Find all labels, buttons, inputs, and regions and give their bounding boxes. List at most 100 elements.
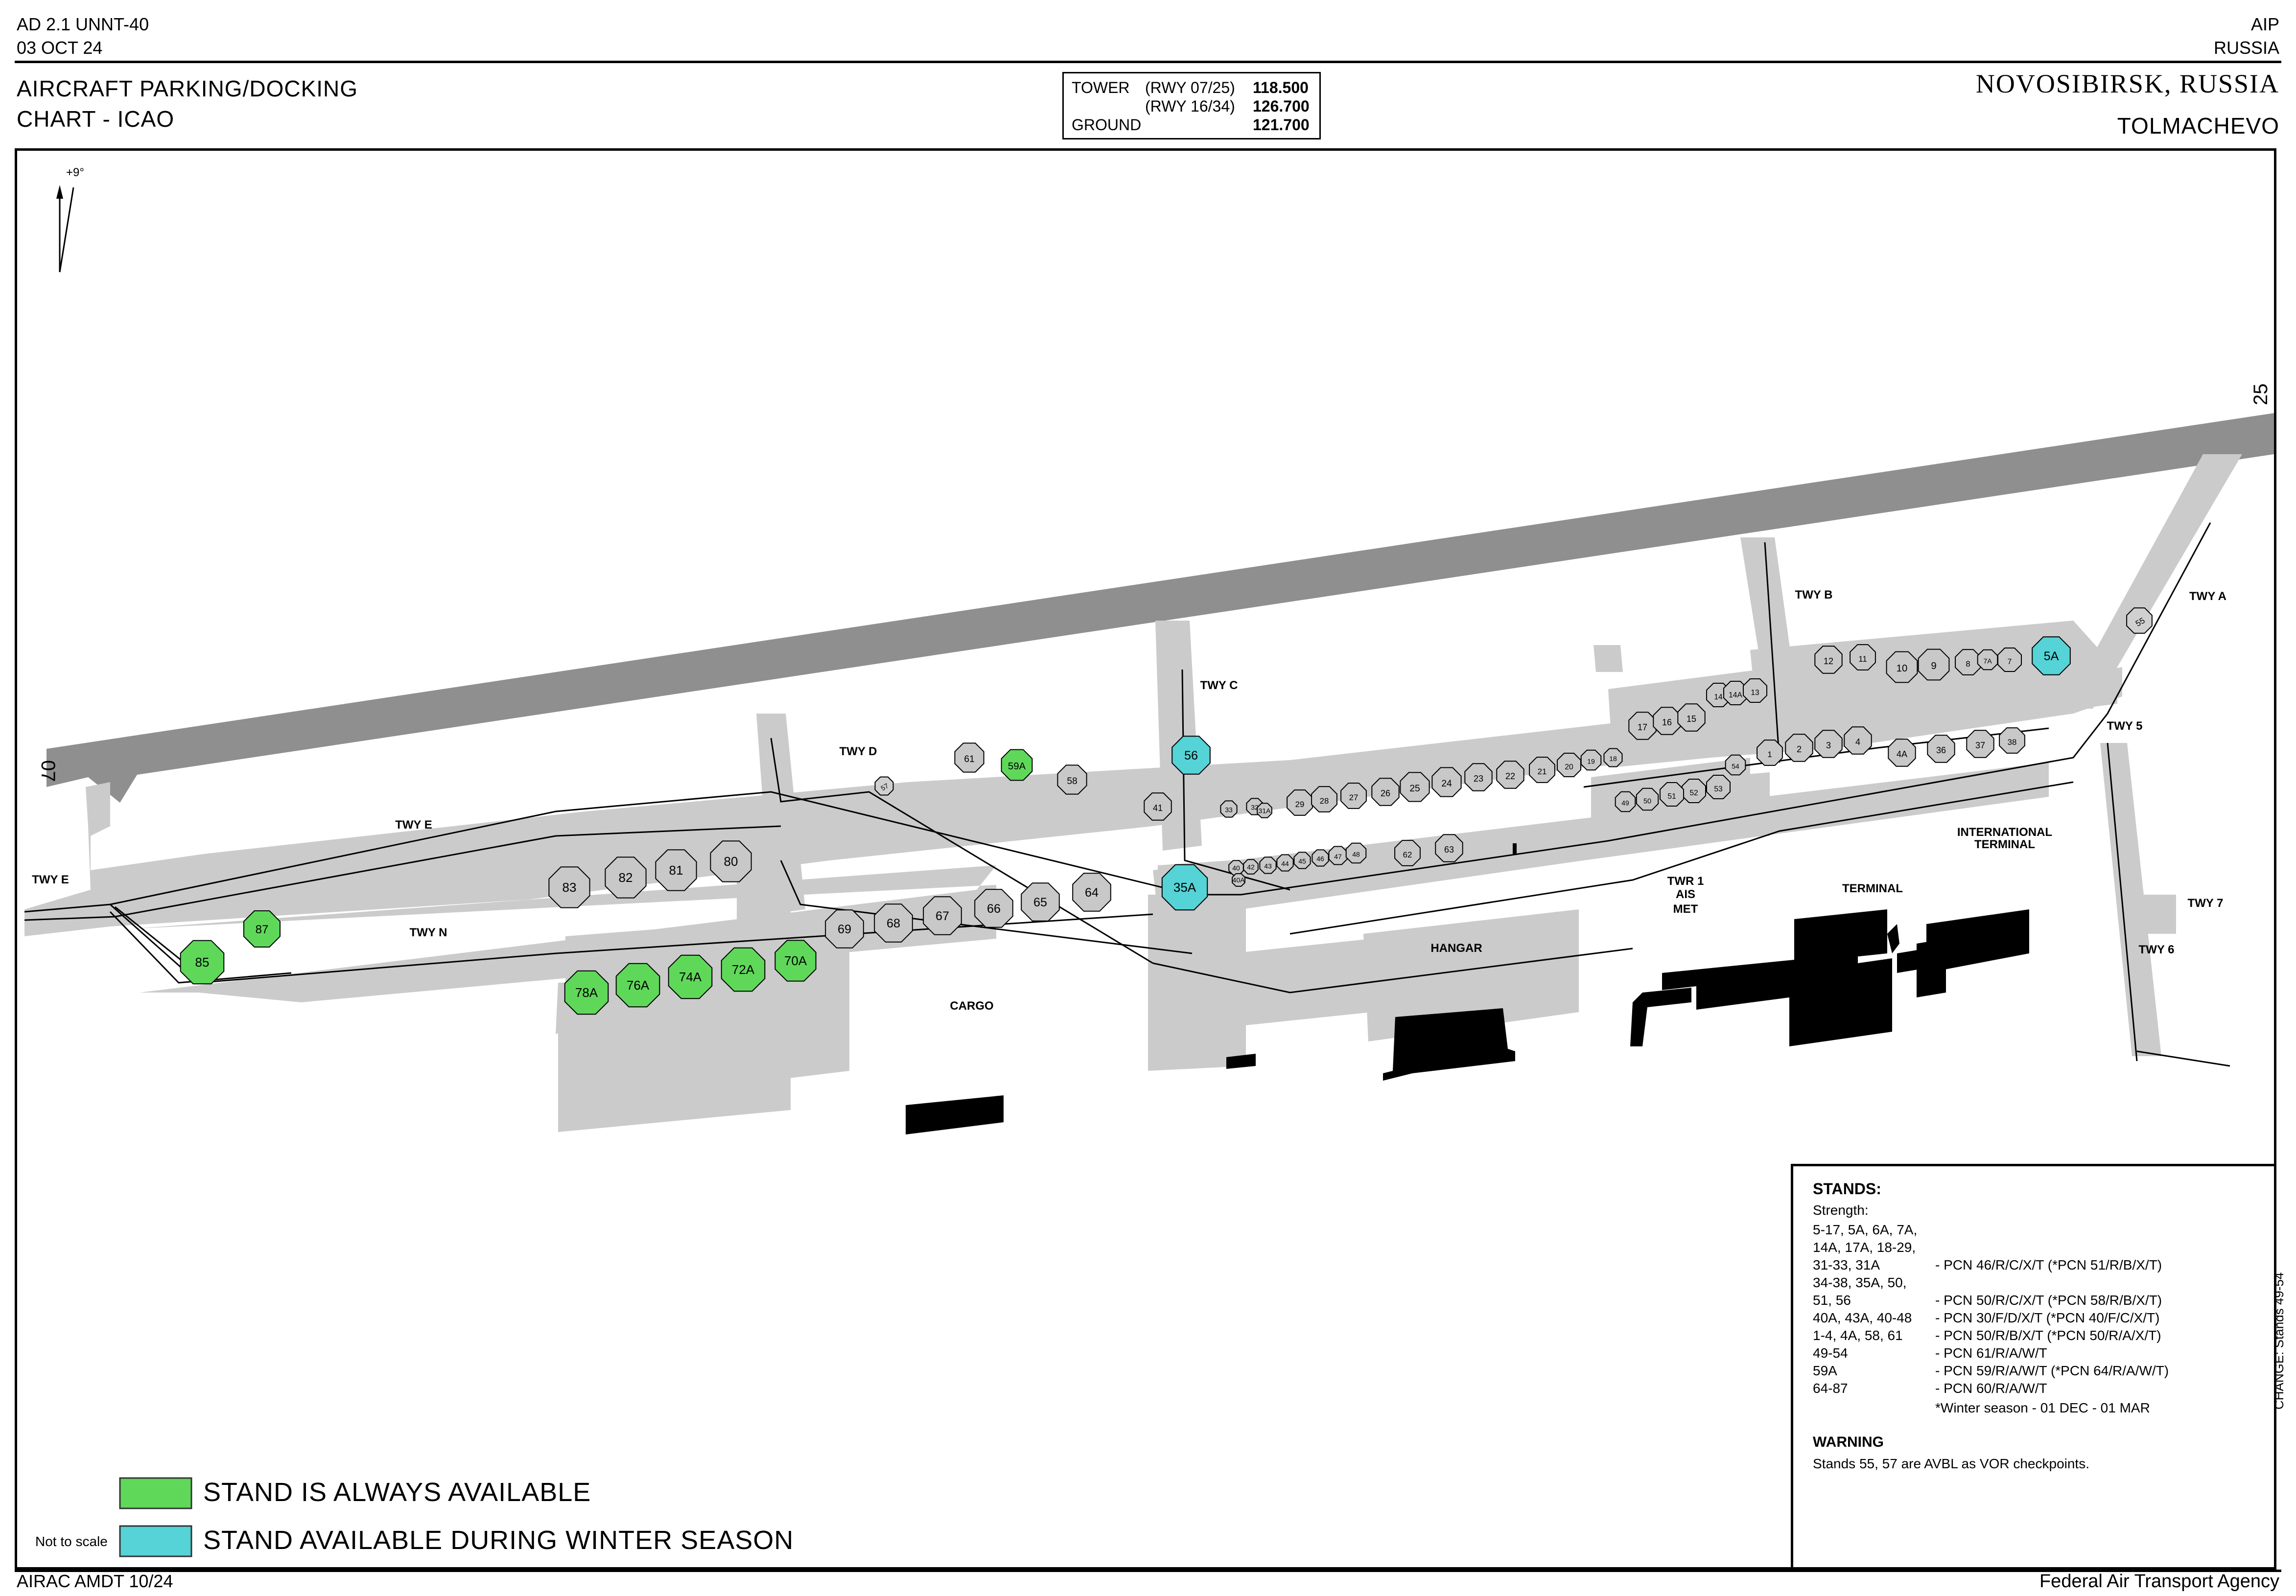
stand-grey: 15 bbox=[1677, 703, 1706, 732]
stand-outline bbox=[1345, 842, 1367, 864]
stand-outline bbox=[710, 840, 752, 882]
header-rule bbox=[15, 61, 2281, 63]
stand-outline bbox=[1021, 882, 1060, 922]
stand-grey: 33 bbox=[1220, 800, 1238, 818]
stand-number: 22 bbox=[1505, 771, 1515, 781]
freq-label: TOWER bbox=[1072, 79, 1130, 96]
stand-outline bbox=[1340, 783, 1367, 809]
stand-grey: 68 bbox=[874, 903, 913, 943]
winter-note: *Winter season - 01 DEC - 01 MAR bbox=[1935, 1400, 2150, 1415]
pcn-value: - PCN 61/R/A/W/T bbox=[1935, 1345, 2047, 1361]
stand-outline bbox=[1682, 779, 1706, 803]
stand-number: 29 bbox=[1295, 800, 1305, 809]
stands-table: STANDS: Strength: 5-17, 5A, 6A, 7A, 14A,… bbox=[1791, 1164, 2274, 1567]
freq-value: 126.700 bbox=[1253, 97, 1310, 115]
stand-number: 21 bbox=[1538, 767, 1547, 776]
stand-outline bbox=[1785, 734, 1813, 762]
stand-grey: 26 bbox=[1371, 778, 1400, 806]
stand-outline bbox=[1743, 678, 1767, 703]
stand-outline bbox=[1580, 749, 1602, 771]
stand-number: 46 bbox=[1316, 855, 1324, 862]
aerodrome-name: TOLMACHEVO bbox=[2117, 113, 2279, 139]
stand-number: 27 bbox=[1349, 793, 1359, 802]
stand-number: 50 bbox=[1643, 797, 1651, 805]
stand-outline bbox=[954, 742, 984, 773]
warning-heading: WARNING bbox=[1813, 1434, 1884, 1450]
title-line-1: AIRCRAFT PARKING/DOCKING bbox=[17, 76, 358, 101]
runway bbox=[47, 413, 2274, 803]
taxi-centerlines bbox=[24, 522, 2230, 1067]
stand-outline bbox=[1966, 730, 1994, 758]
stand-grey: 19 bbox=[1580, 749, 1602, 771]
stand-number: 24 bbox=[1441, 779, 1452, 789]
stand-grey: 18 bbox=[1603, 748, 1623, 767]
scale-note: Not to scale bbox=[35, 1534, 108, 1549]
stand-number: 62 bbox=[1403, 850, 1412, 859]
stand-grey: 36 bbox=[1927, 735, 1955, 763]
legend-always-swatch bbox=[119, 1477, 192, 1509]
stand-number: 57 bbox=[879, 782, 890, 792]
stand-grey: 29 bbox=[1287, 789, 1313, 816]
stand-grey: 67 bbox=[923, 896, 962, 935]
doc-id: AD 2.1 UNNT-40 bbox=[17, 14, 149, 34]
stand-grey: 66 bbox=[974, 889, 1013, 928]
stand-grey: 49 bbox=[1615, 791, 1636, 812]
stand-outline bbox=[1464, 763, 1493, 791]
stand-number: 65 bbox=[1033, 896, 1047, 909]
stand-grey: 8 bbox=[1955, 649, 1981, 675]
title-line-2: CHART - ICAO bbox=[17, 106, 175, 132]
stand-number: 7 bbox=[2008, 658, 2012, 666]
stand-outline bbox=[1072, 873, 1111, 912]
stand-number: 69 bbox=[838, 923, 851, 936]
stand-number: 19 bbox=[1587, 758, 1595, 765]
building-label: MET bbox=[1673, 902, 1698, 916]
stand-grey: 46 bbox=[1312, 849, 1329, 867]
stand-number: 67 bbox=[936, 909, 949, 923]
stand-number: 13 bbox=[1751, 689, 1759, 697]
stand-grey: 4 bbox=[1844, 726, 1872, 755]
stand-number: 32 bbox=[1251, 803, 1259, 811]
stand-outline bbox=[1660, 782, 1684, 807]
freq-row: TOWER (RWY 07/25) 118.500 bbox=[1072, 78, 1312, 97]
freq-rwy: (RWY 16/34) bbox=[1145, 97, 1235, 115]
stand-outline bbox=[923, 896, 962, 935]
stand-grey: 9 bbox=[1918, 648, 1950, 681]
stand-vor: 55 bbox=[2126, 607, 2153, 634]
stand-grey: 50 bbox=[1636, 787, 1659, 811]
stand-grey: 31A bbox=[1257, 803, 1272, 818]
pcn-value: - PCN 30/F/D/X/T (*PCN 40/F/C/X/T) bbox=[1935, 1310, 2160, 1325]
stand-grey: 64 bbox=[1072, 873, 1111, 912]
pcn-value: - PCN 46/R/C/X/T (*PCN 51/R/B/X/T) bbox=[1935, 1257, 2162, 1272]
legend-winter-swatch bbox=[119, 1525, 192, 1557]
stand-strength-row: 5-17, 5A, 6A, 7A, 14A, 17A, 18-29, 31-33… bbox=[1813, 1221, 2254, 1274]
stand-number: 9 bbox=[1931, 661, 1936, 671]
stand-outline bbox=[1431, 767, 1462, 797]
stand-outline bbox=[1977, 649, 1998, 671]
stand-number: 64 bbox=[1085, 886, 1099, 900]
stand-grey: 28 bbox=[1311, 786, 1337, 812]
stand-number: 14A bbox=[1729, 691, 1742, 699]
stand-number: 49 bbox=[1621, 799, 1629, 807]
taxiway-label: TWY N bbox=[410, 926, 447, 939]
stand-grey: 1 bbox=[1757, 740, 1783, 766]
stand-outline bbox=[615, 963, 660, 1008]
stand-number: 82 bbox=[619, 870, 633, 885]
building-label: TERMINAL bbox=[1974, 838, 2035, 851]
stand-grey: 23 bbox=[1464, 763, 1493, 791]
stand-number: 12 bbox=[1824, 656, 1833, 666]
stand-outline bbox=[1725, 754, 1746, 776]
building-label: TWR 1 bbox=[1667, 875, 1704, 888]
stand-outline bbox=[548, 866, 590, 908]
stand-number: 36 bbox=[1936, 745, 1946, 755]
stand-grey: 53 bbox=[1706, 775, 1731, 799]
stand-number: 54 bbox=[1732, 763, 1739, 770]
stand-number: 2 bbox=[1797, 744, 1802, 754]
stand-number: 74A bbox=[679, 970, 702, 984]
stand-strength-row: 49-54- PCN 61/R/A/W/T bbox=[1813, 1344, 2254, 1362]
stand-outline bbox=[1144, 792, 1172, 821]
stand-grey: 43 bbox=[1259, 856, 1277, 874]
stand-always: 70A bbox=[774, 940, 817, 982]
warning-text: Stands 55, 57 are AVBL as VOR checkpoint… bbox=[1813, 1456, 2089, 1471]
stand-strength-row: 34-38, 35A, 50, 51, 56- PCN 50/R/C/X/T (… bbox=[1813, 1274, 2254, 1309]
stand-outline bbox=[1999, 727, 2025, 754]
